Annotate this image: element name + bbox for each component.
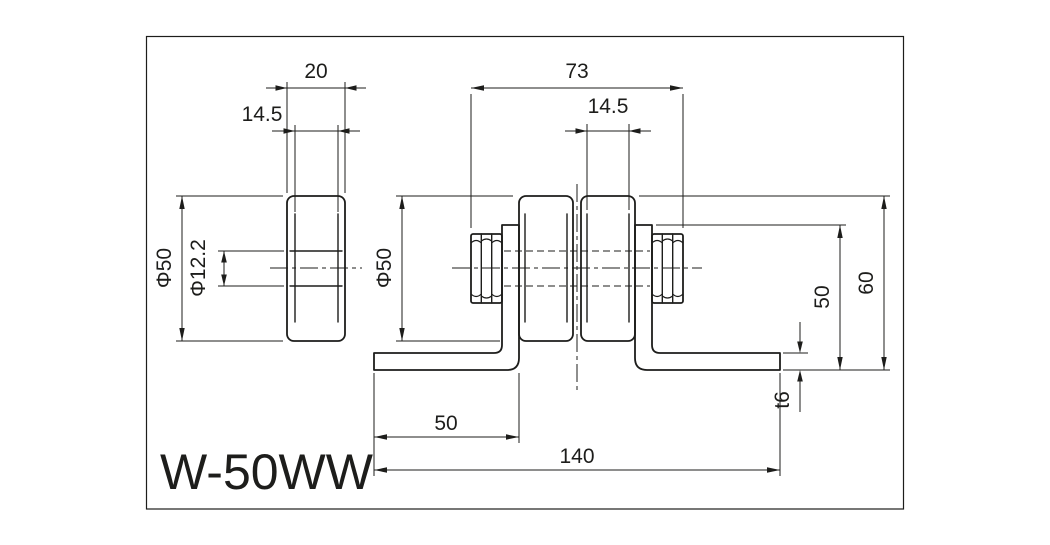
dimension-axle-length: 73 [470,60,684,228]
dimension-wheel-diameter-front: Φ50 [373,195,513,342]
side-view: 20 14.5 Φ50 Φ12.2 [153,60,366,342]
dim-wheel-width-text: 20 [304,60,327,83]
dim-bore-diameter-text: Φ12.2 [187,239,210,297]
dimension-foot-length: 50 [373,373,520,476]
right-bracket [634,224,781,371]
dimension-plate-thickness: t6 [771,322,808,412]
dim-foot-length-text: 50 [434,412,457,435]
part-number-label: W-50WW [160,444,374,500]
dim-bracket-height-text: 50 [811,285,834,308]
dimension-bracket-height: 50 [656,224,846,370]
dimension-overall-width: 140 [374,373,781,476]
dim-overall-width-text: 140 [559,445,594,468]
dimension-wheel-diameter: Φ50 [153,195,283,342]
left-bracket [373,224,520,371]
dim-overall-height-text: 60 [855,271,878,294]
dimension-bore-diameter: Φ12.2 [187,239,284,297]
dim-wheel-face-width-text: 14.5 [588,95,629,118]
dim-plate-thickness-text: t6 [771,391,794,409]
dim-axle-length-text: 73 [565,60,588,83]
dimension-hub-width: 14.5 [242,103,360,212]
drawing-border [145,35,905,510]
dim-wheel-diameter-text: Φ50 [153,248,176,288]
front-view: 73 14.5 Φ50 60 50 [373,60,890,476]
dim-wheel-diameter-front-text: Φ50 [373,248,396,288]
dimension-wheel-face-width: 14.5 [565,95,651,210]
dimension-wheel-width: 20 [266,60,366,193]
dim-hub-width-text: 14.5 [242,103,283,126]
dimension-overall-height: 60 [639,195,890,371]
